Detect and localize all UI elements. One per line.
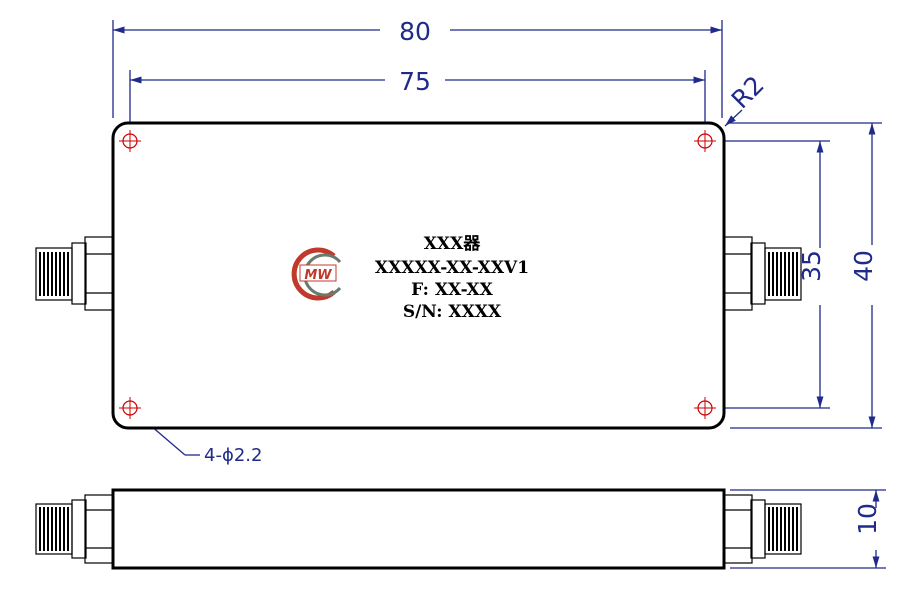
hole-spacing-y-label: 35 [797,250,826,282]
sma-connector-right-top [723,236,802,311]
dimension-hole-spacing-x: 75 [129,67,706,140]
hole-spacing-x-label: 75 [399,67,431,96]
mounting-hole-bottom-left [119,397,141,419]
label-plate: XXX器 XXXXX-XX-XXV1 F: XX-XX S/N: XXXX [375,234,529,322]
holes-callout-label: 4-ϕ2.2 [204,445,262,466]
label-line-2: XXXXX-XX-XXV1 [375,258,529,278]
overall-height-label: 40 [849,250,878,282]
dimension-corner-radius: R2 [724,70,770,127]
dimension-overall-height: 40 [730,122,882,429]
sma-connector-right-side [723,494,802,564]
mounting-hole-bottom-right [694,397,716,419]
mounting-hole-top-right [694,130,716,152]
sma-connector-left-top [35,236,114,311]
overall-width-label: 80 [399,17,431,46]
thickness-label: 10 [853,503,882,535]
sma-connector-left-side [35,494,114,564]
mounting-hole-top-left [119,130,141,152]
dimension-hole-spacing-y: 35 [712,140,830,409]
dimension-overall-width: 80 [112,17,723,118]
label-line-4: S/N: XXXX [403,302,502,322]
filter-body-side-view [111,488,726,570]
corner-radius-label: R2 [726,70,770,114]
logo-text: MW [304,268,332,283]
dimension-thickness: 10 [730,489,886,569]
label-line-1: XXX器 [424,234,482,254]
label-line-3: F: XX-XX [411,280,493,300]
company-logo: MW [291,247,342,301]
